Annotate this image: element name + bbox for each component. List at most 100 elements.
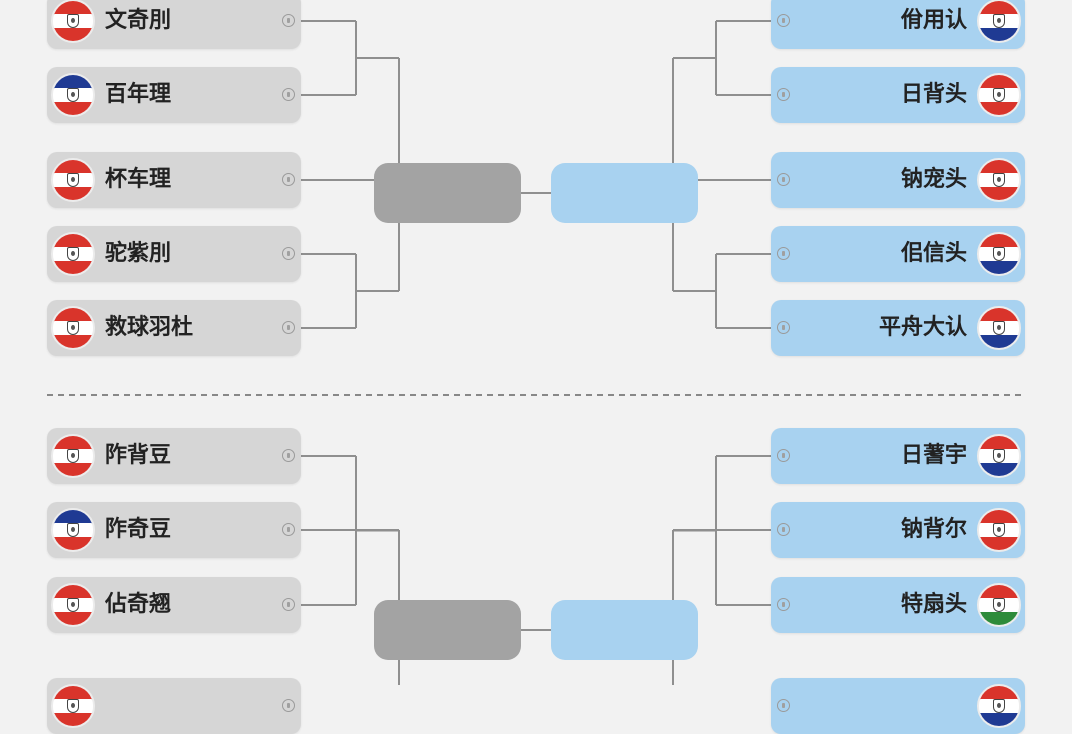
crest-icon [993, 88, 1005, 102]
crest-icon [993, 598, 1005, 612]
flag-stripe [979, 27, 1019, 41]
flag-stripe [979, 101, 1019, 115]
right-team-2-1[interactable]: 日蓍宇 [771, 428, 1025, 484]
flag-stripe [53, 611, 93, 625]
team-name: 日蓍宇 [900, 443, 967, 468]
team-name: 文奇刖 [105, 8, 172, 33]
right-team-1-3[interactable]: 钠宠头 [771, 152, 1025, 208]
right-team-2-3[interactable]: 特扇头 [771, 577, 1025, 633]
info-icon [282, 321, 295, 334]
info-icon [282, 173, 295, 186]
flag-icon [51, 0, 95, 43]
flag-icon [977, 232, 1021, 276]
left-team-1-5[interactable]: 救球羽杜 [47, 300, 301, 356]
flag-stripe [53, 712, 93, 726]
flag-stripe [979, 160, 1019, 174]
info-icon [777, 173, 790, 186]
flag-icon [51, 158, 95, 202]
crest-icon [67, 88, 79, 102]
right-winner-slot-1[interactable] [551, 163, 698, 223]
info-icon [282, 14, 295, 27]
team-name: 驼紫刖 [105, 241, 172, 266]
crest-icon [993, 523, 1005, 537]
flag-stripe [53, 260, 93, 274]
flag-stripe [53, 686, 93, 700]
left-team-1-1[interactable]: 文奇刖 [47, 0, 301, 49]
crest-icon [67, 699, 79, 713]
flag-stripe [979, 611, 1019, 625]
flag-stripe [979, 186, 1019, 200]
crest-icon [993, 247, 1005, 261]
crest-icon [67, 598, 79, 612]
right-team-2-4[interactable] [771, 678, 1025, 734]
flag-icon [977, 158, 1021, 202]
right-team-1-2[interactable]: 日背头 [771, 67, 1025, 123]
crest-icon [993, 449, 1005, 463]
team-name: 杯车理 [105, 167, 172, 192]
flag-stripe [53, 186, 93, 200]
team-name: 钠宠头 [900, 167, 967, 192]
flag-icon [977, 583, 1021, 627]
flag-stripe [979, 260, 1019, 274]
flag-stripe [979, 462, 1019, 476]
left-winner-slot-2[interactable] [374, 600, 521, 660]
right-winner-slot-2[interactable] [551, 600, 698, 660]
flag-stripe [53, 27, 93, 41]
flag-icon [51, 583, 95, 627]
left-team-1-2[interactable]: 百年理 [47, 67, 301, 123]
team-name: 特扇头 [900, 592, 967, 617]
flag-icon [977, 306, 1021, 350]
team-name: 救球羽杜 [105, 315, 194, 340]
left-team-2-1[interactable]: 阼背豆 [47, 428, 301, 484]
flag-icon [51, 434, 95, 478]
flag-icon [51, 73, 95, 117]
flag-stripe [53, 160, 93, 174]
info-icon [777, 88, 790, 101]
flag-stripe [53, 436, 93, 450]
left-team-1-3[interactable]: 杯车理 [47, 152, 301, 208]
left-team-2-2[interactable]: 阼奇豆 [47, 502, 301, 558]
tournament-bracket: 文奇刖百年理杯车理驼紫刖救球羽杜 佾用认日背头钠宠头佀信头平舟大认阼背豆阼奇豆佔奇… [47, 0, 1025, 734]
crest-icon [993, 14, 1005, 28]
crest-icon [67, 523, 79, 537]
crest-icon [67, 449, 79, 463]
crest-icon [67, 321, 79, 335]
flag-icon [977, 73, 1021, 117]
flag-stripe [53, 585, 93, 599]
info-icon [777, 321, 790, 334]
right-team-1-1[interactable]: 佾用认 [771, 0, 1025, 49]
flag-stripe [979, 712, 1019, 726]
left-team-2-4[interactable] [47, 678, 301, 734]
team-name: 平舟大认 [878, 315, 967, 340]
left-winner-slot-1[interactable] [374, 163, 521, 223]
info-icon [282, 523, 295, 536]
crest-icon [993, 321, 1005, 335]
flag-stripe [979, 1, 1019, 15]
crest-icon [67, 247, 79, 261]
flag-stripe [53, 75, 93, 89]
flag-stripe [979, 75, 1019, 89]
flag-icon [51, 232, 95, 276]
flag-icon [977, 0, 1021, 43]
flag-stripe [53, 536, 93, 550]
flag-stripe [979, 436, 1019, 450]
right-team-2-2[interactable]: 钠背尔 [771, 502, 1025, 558]
flag-stripe [979, 536, 1019, 550]
team-name: 百年理 [105, 82, 172, 107]
team-name: 佔奇翘 [105, 592, 172, 617]
team-name: 钠背尔 [900, 517, 967, 542]
left-team-2-3[interactable]: 佔奇翘 [47, 577, 301, 633]
left-team-1-4[interactable]: 驼紫刖 [47, 226, 301, 282]
right-team-1-5[interactable]: 平舟大认 [771, 300, 1025, 356]
flag-stripe [979, 334, 1019, 348]
team-name: 阼背豆 [105, 443, 172, 468]
right-team-1-4[interactable]: 佀信头 [771, 226, 1025, 282]
flag-icon [977, 684, 1021, 728]
flag-stripe [979, 585, 1019, 599]
info-icon [777, 598, 790, 611]
flag-icon [51, 508, 95, 552]
info-icon [777, 699, 790, 712]
flag-icon [977, 434, 1021, 478]
flag-stripe [53, 334, 93, 348]
flag-stripe [979, 234, 1019, 248]
